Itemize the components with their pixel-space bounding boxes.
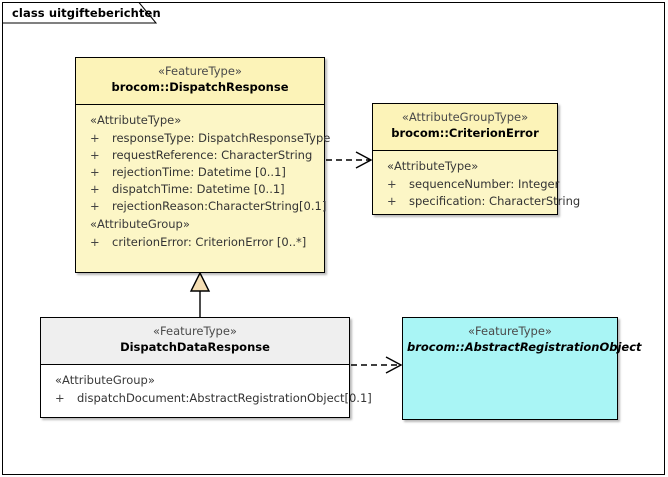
- class-name: brocom::DispatchResponse: [111, 80, 289, 94]
- attribute-text: dispatchDocument:AbstractRegistrationObj…: [77, 391, 372, 405]
- visibility-marker: +: [90, 182, 100, 196]
- class-name: brocom::AbstractRegistrationObject: [407, 340, 642, 354]
- attribute-text: sequenceNumber: Integer: [409, 177, 560, 191]
- class-stereotype: «AttributeGroupType»: [401, 110, 529, 124]
- class-box-dispatch-data-response[interactable]: «FeatureType» DispatchDataResponse «Attr…: [40, 317, 372, 418]
- attribute-row[interactable]: + requestReference: CharacterString: [78, 147, 322, 164]
- attribute-text: specification: CharacterString: [409, 194, 581, 208]
- attribute-row[interactable]: + rejectionTime: Datetime [0..1]: [78, 164, 322, 181]
- visibility-marker: +: [90, 165, 100, 179]
- class-header-criterion-error: «AttributeGroupType» brocom::CriterionEr…: [373, 104, 557, 151]
- attribute-row[interactable]: + criterionError: CriterionError [0..*]: [78, 234, 322, 251]
- diagram-title-tab[interactable]: class uitgifteberichten: [2, 2, 161, 24]
- visibility-marker: +: [90, 148, 100, 162]
- class-body-dispatch-response: «AttributeType» + responseType: Dispatch…: [76, 105, 330, 271]
- attribute-row[interactable]: + rejectionReason:CharacterString[0.1]: [78, 198, 326, 215]
- visibility-marker: +: [90, 199, 100, 213]
- visibility-marker: +: [387, 194, 397, 208]
- class-box-dispatch-response[interactable]: «FeatureType» brocom::DispatchResponse «…: [75, 57, 330, 273]
- class-header-dispatch-response: «FeatureType» brocom::DispatchResponse: [76, 58, 324, 105]
- class-name: brocom::CriterionError: [391, 126, 539, 140]
- class-stereotype: «FeatureType»: [468, 324, 552, 338]
- visibility-marker: +: [387, 177, 397, 191]
- attribute-text: rejectionReason:CharacterString[0.1]: [112, 199, 327, 213]
- attribute-text: requestReference: CharacterString: [112, 148, 313, 162]
- section-stereotype-attributetype: «AttributeType»: [90, 113, 182, 127]
- class-body-dispatch-data-response: «AttributeGroup» + dispatchDocument:Abst…: [41, 365, 372, 416]
- attribute-row[interactable]: + sequenceNumber: Integer: [375, 176, 559, 193]
- class-stereotype: «FeatureType»: [153, 324, 237, 338]
- attribute-row[interactable]: + responseType: DispatchResponseType: [78, 130, 330, 147]
- visibility-marker: +: [55, 391, 65, 405]
- class-box-abstract-registration-object[interactable]: «FeatureType» brocom::AbstractRegistrati…: [402, 317, 642, 420]
- attribute-text: rejectionTime: Datetime [0..1]: [112, 165, 286, 179]
- section-stereotype-attributegroup: «AttributeGroup»: [90, 217, 190, 231]
- class-name: DispatchDataResponse: [120, 340, 270, 354]
- section-stereotype-attributetype: «AttributeType»: [387, 159, 479, 173]
- visibility-marker: +: [90, 131, 100, 145]
- class-body-abstract-registration-object: [403, 365, 617, 419]
- title-tab-shape: [2, 2, 157, 24]
- attribute-text: responseType: DispatchResponseType: [112, 131, 331, 145]
- class-header-abstract-registration-object: «FeatureType» brocom::AbstractRegistrati…: [403, 318, 642, 365]
- visibility-marker: +: [90, 235, 100, 249]
- attribute-row[interactable]: + specification: CharacterString: [375, 193, 580, 210]
- attribute-text: dispatchTime: Datetime [0..1]: [112, 182, 285, 196]
- class-body-criterion-error: «AttributeType» + sequenceNumber: Intege…: [373, 151, 580, 213]
- class-stereotype: «FeatureType»: [158, 64, 242, 78]
- class-header-dispatch-data-response: «FeatureType» DispatchDataResponse: [41, 318, 349, 365]
- attribute-row[interactable]: + dispatchTime: Datetime [0..1]: [78, 181, 322, 198]
- class-box-criterion-error[interactable]: «AttributeGroupType» brocom::CriterionEr…: [372, 103, 580, 215]
- diagram-title-label: class uitgifteberichten: [12, 6, 161, 20]
- attribute-row[interactable]: + dispatchDocument:AbstractRegistrationO…: [43, 390, 372, 407]
- section-stereotype-attributegroup: «AttributeGroup»: [55, 373, 155, 387]
- attribute-text: criterionError: CriterionError [0..*]: [112, 235, 307, 249]
